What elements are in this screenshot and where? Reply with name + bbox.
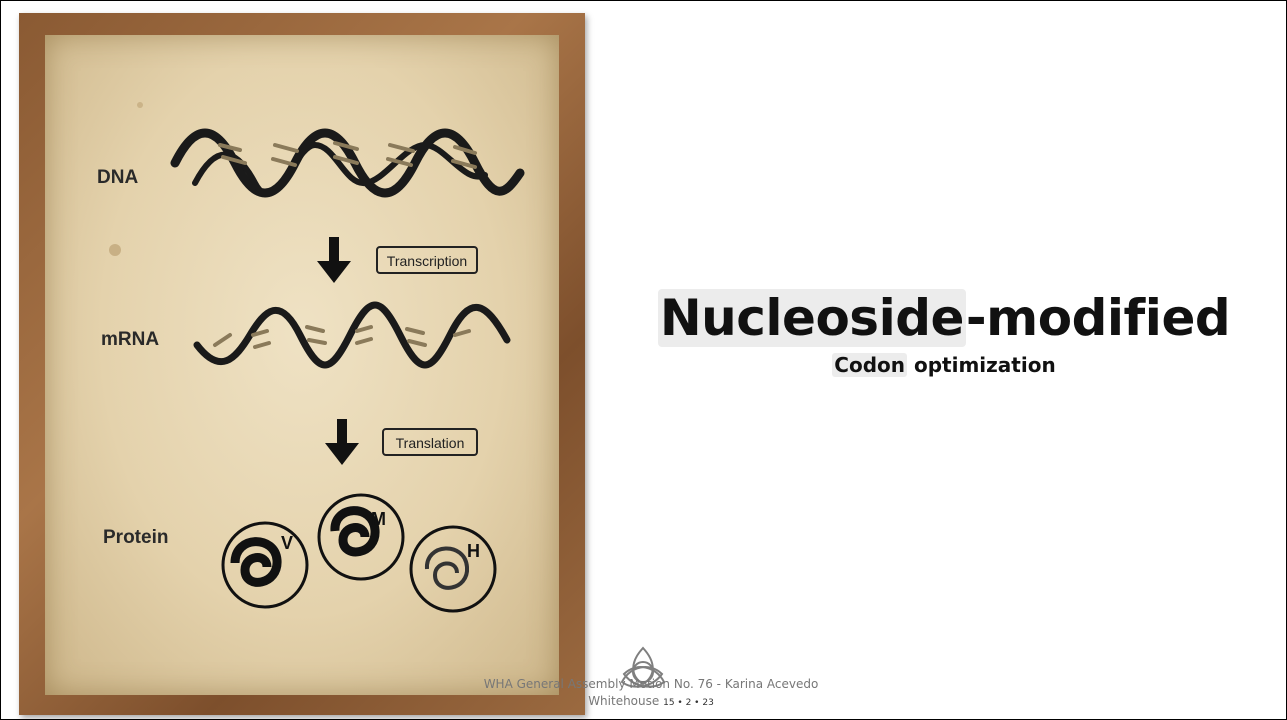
mrna-strand (197, 305, 507, 365)
protein-letter: M (371, 509, 386, 529)
picture-frame: DNA Transcription (19, 13, 585, 715)
dna-poster: DNA Transcription (45, 35, 559, 695)
down-arrow-icon (325, 419, 359, 465)
dna-label: DNA (97, 167, 138, 188)
down-arrow-icon (317, 237, 351, 283)
mrna-label: mRNA (101, 329, 159, 350)
central-dogma-illustration: DNA Transcription (45, 35, 559, 695)
slide-subtitle: Codon optimization (601, 353, 1287, 377)
footer-name: Whitehouse (588, 694, 659, 708)
protein-label: Protein (103, 527, 168, 548)
protein-h-icon: H (411, 527, 495, 611)
subtitle-highlight: Codon (832, 353, 907, 377)
footer-line-2: Whitehouse 15 • 2 • 23 (431, 693, 871, 712)
subtitle-rest: optimization (907, 353, 1056, 377)
footer-line-1: WHA General Assembly Motion No. 76 - Kar… (431, 676, 871, 693)
title-block: Nucleoside-modified Codon optimization (601, 289, 1287, 377)
dna-helix (175, 133, 520, 194)
protein-v-icon: V (223, 523, 307, 607)
slide-title: Nucleoside-modified (601, 289, 1287, 347)
protein-letter: H (467, 541, 480, 561)
translation-label: Translation (396, 435, 465, 451)
slide-footer: WHA General Assembly Motion No. 76 - Kar… (431, 676, 871, 712)
protein-letter: V (281, 533, 293, 553)
title-rest: -modified (966, 289, 1230, 347)
title-highlight: Nucleoside (658, 289, 966, 347)
protein-m-icon: M (319, 495, 403, 579)
transcription-label: Transcription (387, 253, 467, 269)
footer-date: 15 • 2 • 23 (663, 698, 714, 708)
